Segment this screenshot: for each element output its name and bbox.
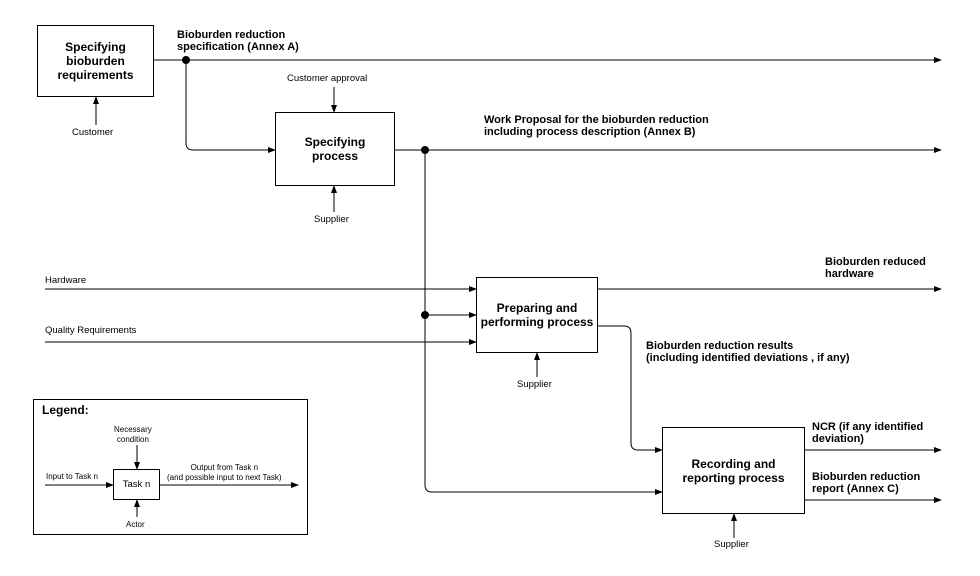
label-reduced-hardware: Bioburden reduced hardware <box>825 256 926 280</box>
label-reduction-spec: Bioburden reduction specification (Annex… <box>177 29 299 53</box>
legend-input-to-task: Input to Task n <box>46 472 98 481</box>
label-hardware: Hardware <box>45 275 87 286</box>
arrow-results-to-recording <box>598 325 663 453</box>
legend-necessary-condition: Necessary condition <box>114 425 152 444</box>
label-customer: Customer <box>72 127 114 138</box>
label-ncr: NCR (if any identified deviation) <box>812 421 924 445</box>
junction-dot-spec <box>182 56 190 64</box>
label-reduction-report: Bioburden reduction report (Annex C) <box>812 471 921 495</box>
legend-box <box>33 399 308 535</box>
label-customer-approval: Customer approval <box>287 73 368 84</box>
box-specifying-process: Specifying process <box>275 112 395 186</box>
arrow-proposal-to-recording <box>424 150 663 495</box>
legend-output-from-task: Output from Task n (and possible input t… <box>167 463 282 482</box>
legend-title: Legend: <box>42 403 89 417</box>
box-preparing-performing: Preparing and performing process <box>476 277 598 353</box>
label-supplier-3: Supplier <box>714 539 749 550</box>
box-recording-reporting: Recording and reporting process <box>662 427 805 514</box>
legend-task-box: Task n <box>113 469 160 500</box>
legend-actor: Actor <box>126 520 145 529</box>
label-work-proposal: Work Proposal for the bioburden reductio… <box>484 114 709 138</box>
junction-dot-preparing <box>421 311 429 319</box>
label-reduction-results: Bioburden reduction results (including i… <box>646 340 850 364</box>
junction-dot-proposal <box>421 146 429 154</box>
label-supplier-1: Supplier <box>314 214 349 225</box>
label-quality-requirements: Quality Requirements <box>45 325 137 336</box>
label-supplier-2: Supplier <box>517 379 552 390</box>
arrow-spec-to-process <box>185 60 276 153</box>
box-specifying-requirements: Specifying bioburden requirements <box>37 25 154 97</box>
